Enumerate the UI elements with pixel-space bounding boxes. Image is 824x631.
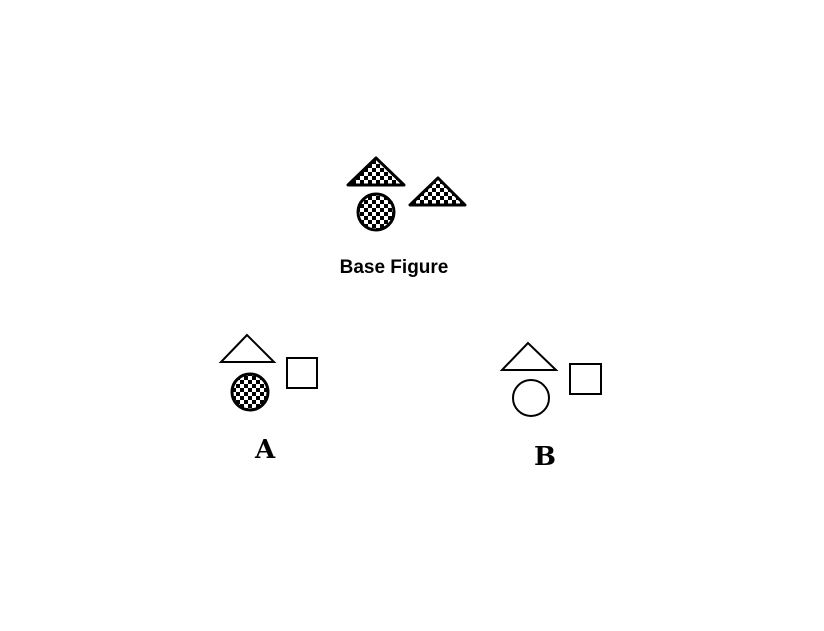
option-b-circle (512, 379, 550, 417)
base-triangle-left (346, 156, 406, 187)
option-b-triangle (499, 341, 559, 371)
option-b-figure (499, 341, 602, 417)
option-a-triangle (218, 333, 277, 363)
base-triangle-right (408, 176, 467, 207)
option-a-figure (218, 333, 318, 412)
option-a-square (286, 357, 318, 389)
option-a-circle (230, 372, 270, 412)
base-figure (346, 156, 467, 232)
option-a-label[interactable]: A (255, 435, 276, 465)
base-figure-caption: Base Figure (339, 257, 449, 278)
option-b-square (569, 363, 602, 395)
base-circle (356, 192, 396, 232)
option-b-label[interactable]: B (534, 442, 556, 472)
